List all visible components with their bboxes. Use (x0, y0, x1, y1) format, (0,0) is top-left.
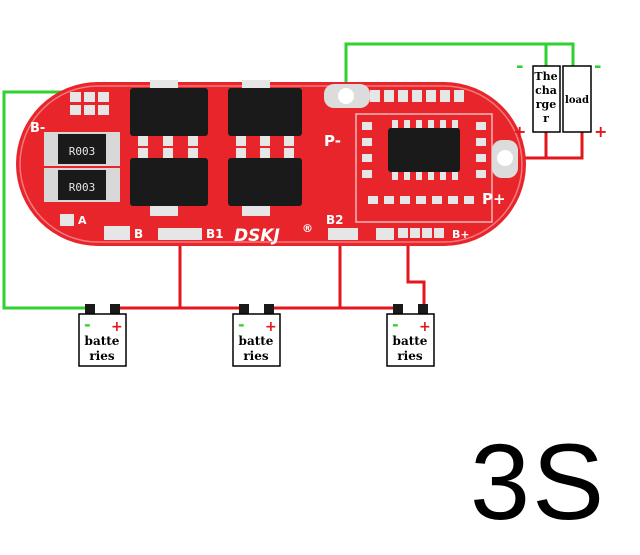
battery-1-plus: + (111, 319, 123, 335)
charger-plus-mark: + (513, 122, 526, 141)
red-wire-p-plus (506, 132, 584, 160)
battery-3-line-1: batte (393, 334, 428, 348)
label-b-bottom: B (134, 227, 143, 241)
wires (2, 42, 584, 310)
battery-3: - + batte ries (386, 304, 435, 367)
registered-mark: ® (302, 222, 313, 235)
green-wire-b-minus (2, 90, 90, 310)
battery-1-line-2: ries (89, 349, 115, 363)
battery-2-plus: + (265, 319, 277, 335)
resistor-bottom-code: R003 (69, 181, 96, 194)
label-b-plus: B+ (452, 228, 470, 241)
charger-line-3: rge (536, 98, 557, 111)
mosfet-4 (228, 148, 302, 216)
battery-3-minus: - (392, 315, 399, 334)
charger-line-2: cha (535, 84, 557, 97)
battery-2-line-1: batte (239, 334, 274, 348)
charger-minus-mark: - (516, 56, 523, 77)
resistor-bottom: R003 (44, 168, 120, 202)
battery-3-plus: + (419, 319, 431, 335)
label-b2: B2 (326, 213, 344, 227)
battery-2: - + batte ries (232, 304, 281, 367)
resistor-top: R003 (44, 132, 120, 166)
load-minus-mark: - (594, 56, 601, 77)
mosfet-1 (130, 80, 208, 146)
green-wire-p-minus (344, 42, 575, 95)
pad-b1 (158, 228, 202, 240)
battery-2-minus: - (238, 315, 245, 334)
battery-2-line-2: ries (243, 349, 269, 363)
mosfet-2 (228, 80, 302, 146)
brand-logo: DSKJ (234, 226, 280, 246)
ic-area (355, 90, 493, 223)
charger-line-4: r (543, 112, 549, 125)
cell-count-title: 3S (470, 421, 607, 542)
pad-aux (376, 228, 394, 240)
small-part-a (60, 214, 74, 226)
label-p-minus: P- (324, 132, 341, 150)
pad-b2 (328, 228, 358, 240)
pad-b (104, 226, 130, 240)
battery-1: - + batte ries (78, 304, 127, 367)
battery-1-minus: - (84, 315, 91, 334)
label-b-minus-left: B- (30, 121, 45, 136)
pad-p-plus (492, 140, 518, 178)
charger-box (532, 65, 561, 133)
battery-3-line-2: ries (397, 349, 423, 363)
pad-p-minus (324, 84, 370, 108)
charger-load-block: The cha rge r load - - + + (513, 56, 607, 141)
red-wire-b-plus (406, 236, 426, 308)
mosfet-3 (130, 148, 208, 216)
pcb-inner-border (19, 85, 523, 243)
pad-b-plus-connector (398, 228, 444, 238)
label-a-mark: A (78, 214, 87, 227)
battery-1-line-1: batte (85, 334, 120, 348)
load-plus-mark: + (594, 122, 607, 141)
pad-grid-top-left (70, 92, 109, 115)
protection-board: R003 R003 (16, 80, 526, 246)
label-b1: B1 (206, 227, 224, 241)
load-box (562, 65, 592, 133)
charger-line-1: The (534, 70, 557, 83)
load-label: load (565, 95, 589, 106)
resistor-top-code: R003 (69, 145, 96, 158)
label-p-plus: P+ (482, 190, 506, 208)
